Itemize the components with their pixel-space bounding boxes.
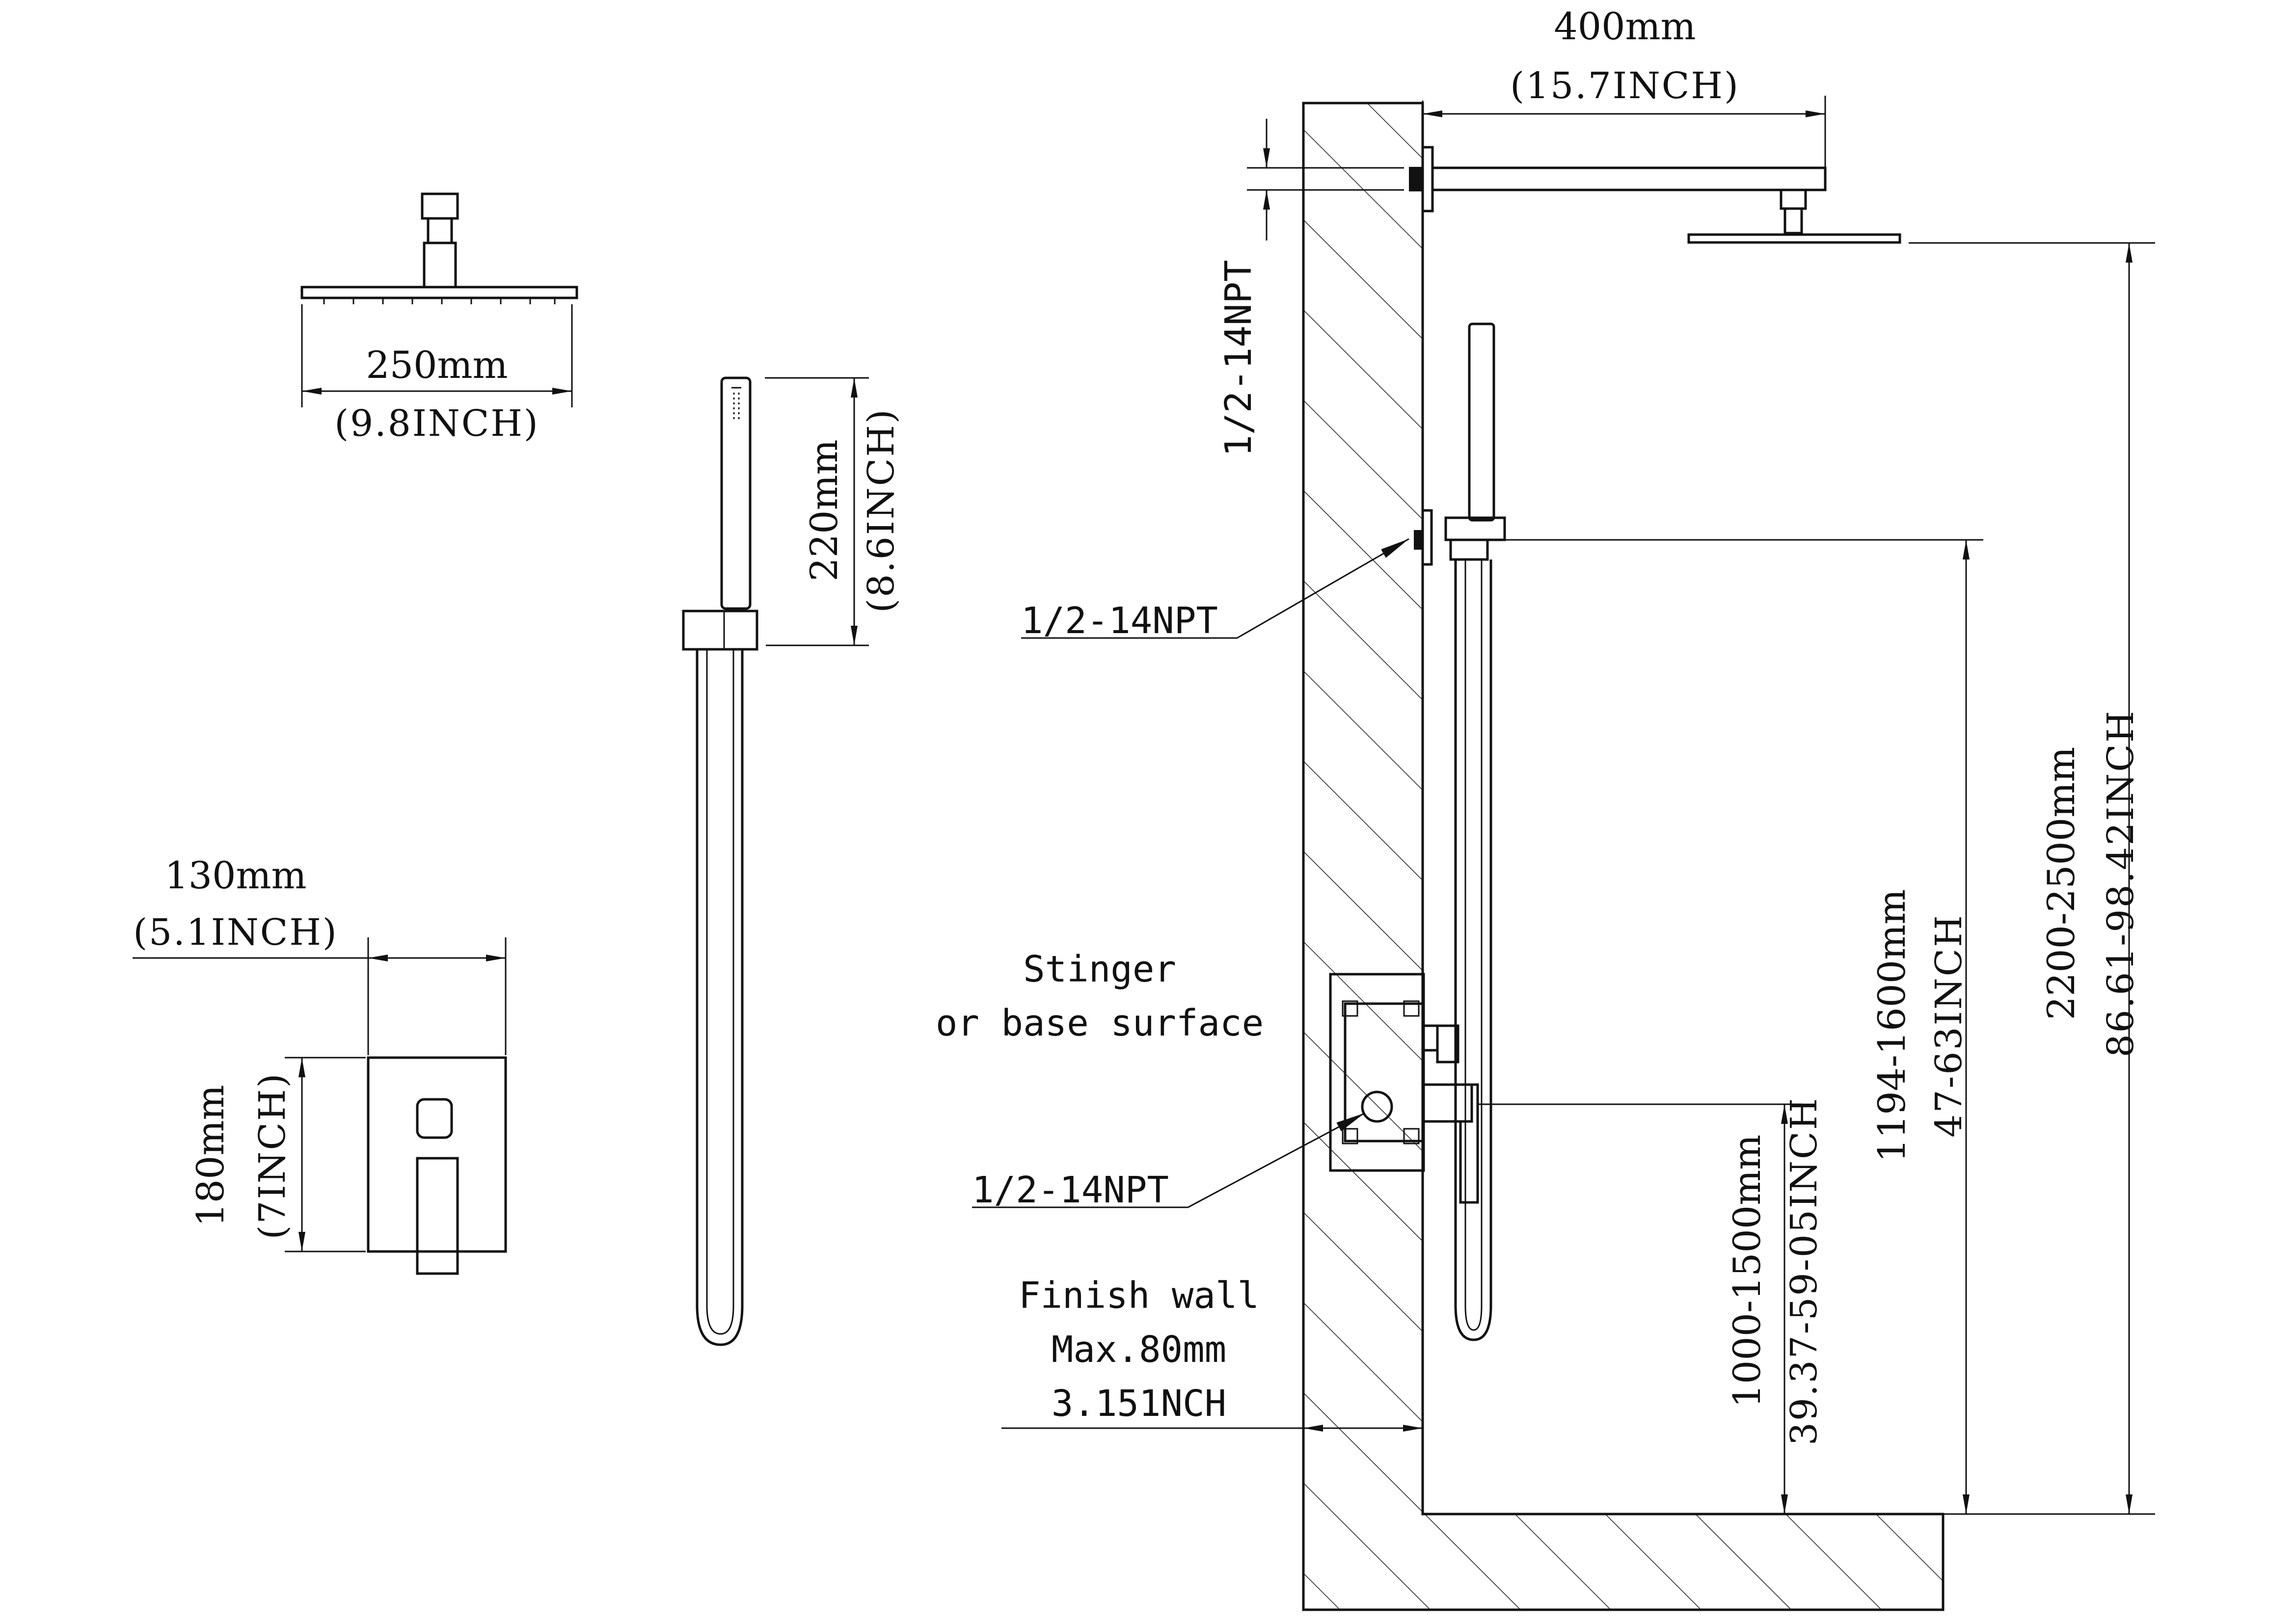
finish-wall-line3: 3.151NCH — [1052, 1383, 1226, 1425]
shower-head-width-in: (9.8INCH) — [334, 402, 540, 445]
valve-plate-width-in: (5.1INCH) — [133, 911, 338, 954]
valve-plate-width-mm: 130mm — [164, 853, 306, 897]
shower-arm-drawing — [1247, 96, 2155, 244]
arm-length-mm: 400mm — [1554, 4, 1696, 48]
outlet-height-in: 47-63INCH — [1928, 914, 1970, 1137]
shower-head-drawing — [300, 192, 578, 407]
stinger-label-line2: or base surface — [936, 1002, 1264, 1044]
valve-thread-leader — [972, 1112, 1365, 1208]
valve-plate-height-mm: 180mm — [189, 1085, 232, 1226]
valve-plate-drawing — [133, 937, 507, 1275]
arm-thread-label: 1/2-14NPT — [1217, 260, 1260, 457]
wall-hand-shower-drawing — [1414, 322, 1983, 1341]
spray-face — [733, 393, 740, 422]
stinger-label-line1: Stinger — [1023, 948, 1176, 990]
valve-box-drawing — [1329, 973, 1802, 1204]
valve-height-mm: 1000-1500mm — [1725, 1135, 1769, 1408]
outlet-thread-leader — [1021, 538, 1409, 639]
wall-section — [1302, 102, 1945, 1611]
valve-height-in: 39.37-59-05INCH — [1783, 1097, 1825, 1445]
hand-shower-length-mm: 220mm — [802, 439, 846, 581]
head-height-in: 86.61-98.42INCH — [2100, 710, 2142, 1058]
hand-shower-length-in: (8.6INCH) — [860, 408, 902, 613]
hand-shower-drawing — [682, 376, 869, 1346]
valve-thread-label: 1/2-14NPT — [972, 1169, 1169, 1211]
finish-wall-line1: Finish wall — [1019, 1275, 1259, 1317]
head-height-mm: 2200-2500mm — [2039, 747, 2083, 1020]
height-dimensions — [1781, 243, 2155, 1515]
finish-wall-line2: Max.80mm — [1052, 1329, 1226, 1371]
valve-plate-height-in: (7INCH) — [251, 1072, 294, 1240]
outlet-thread-label: 1/2-14NPT — [1021, 600, 1218, 642]
nozzle-row — [323, 298, 556, 304]
arm-length-in: (15.7INCH) — [1510, 65, 1740, 107]
outlet-height-mm: 1194-1600mm — [1870, 889, 1914, 1163]
shower-head-width-mm: 250mm — [366, 343, 508, 387]
